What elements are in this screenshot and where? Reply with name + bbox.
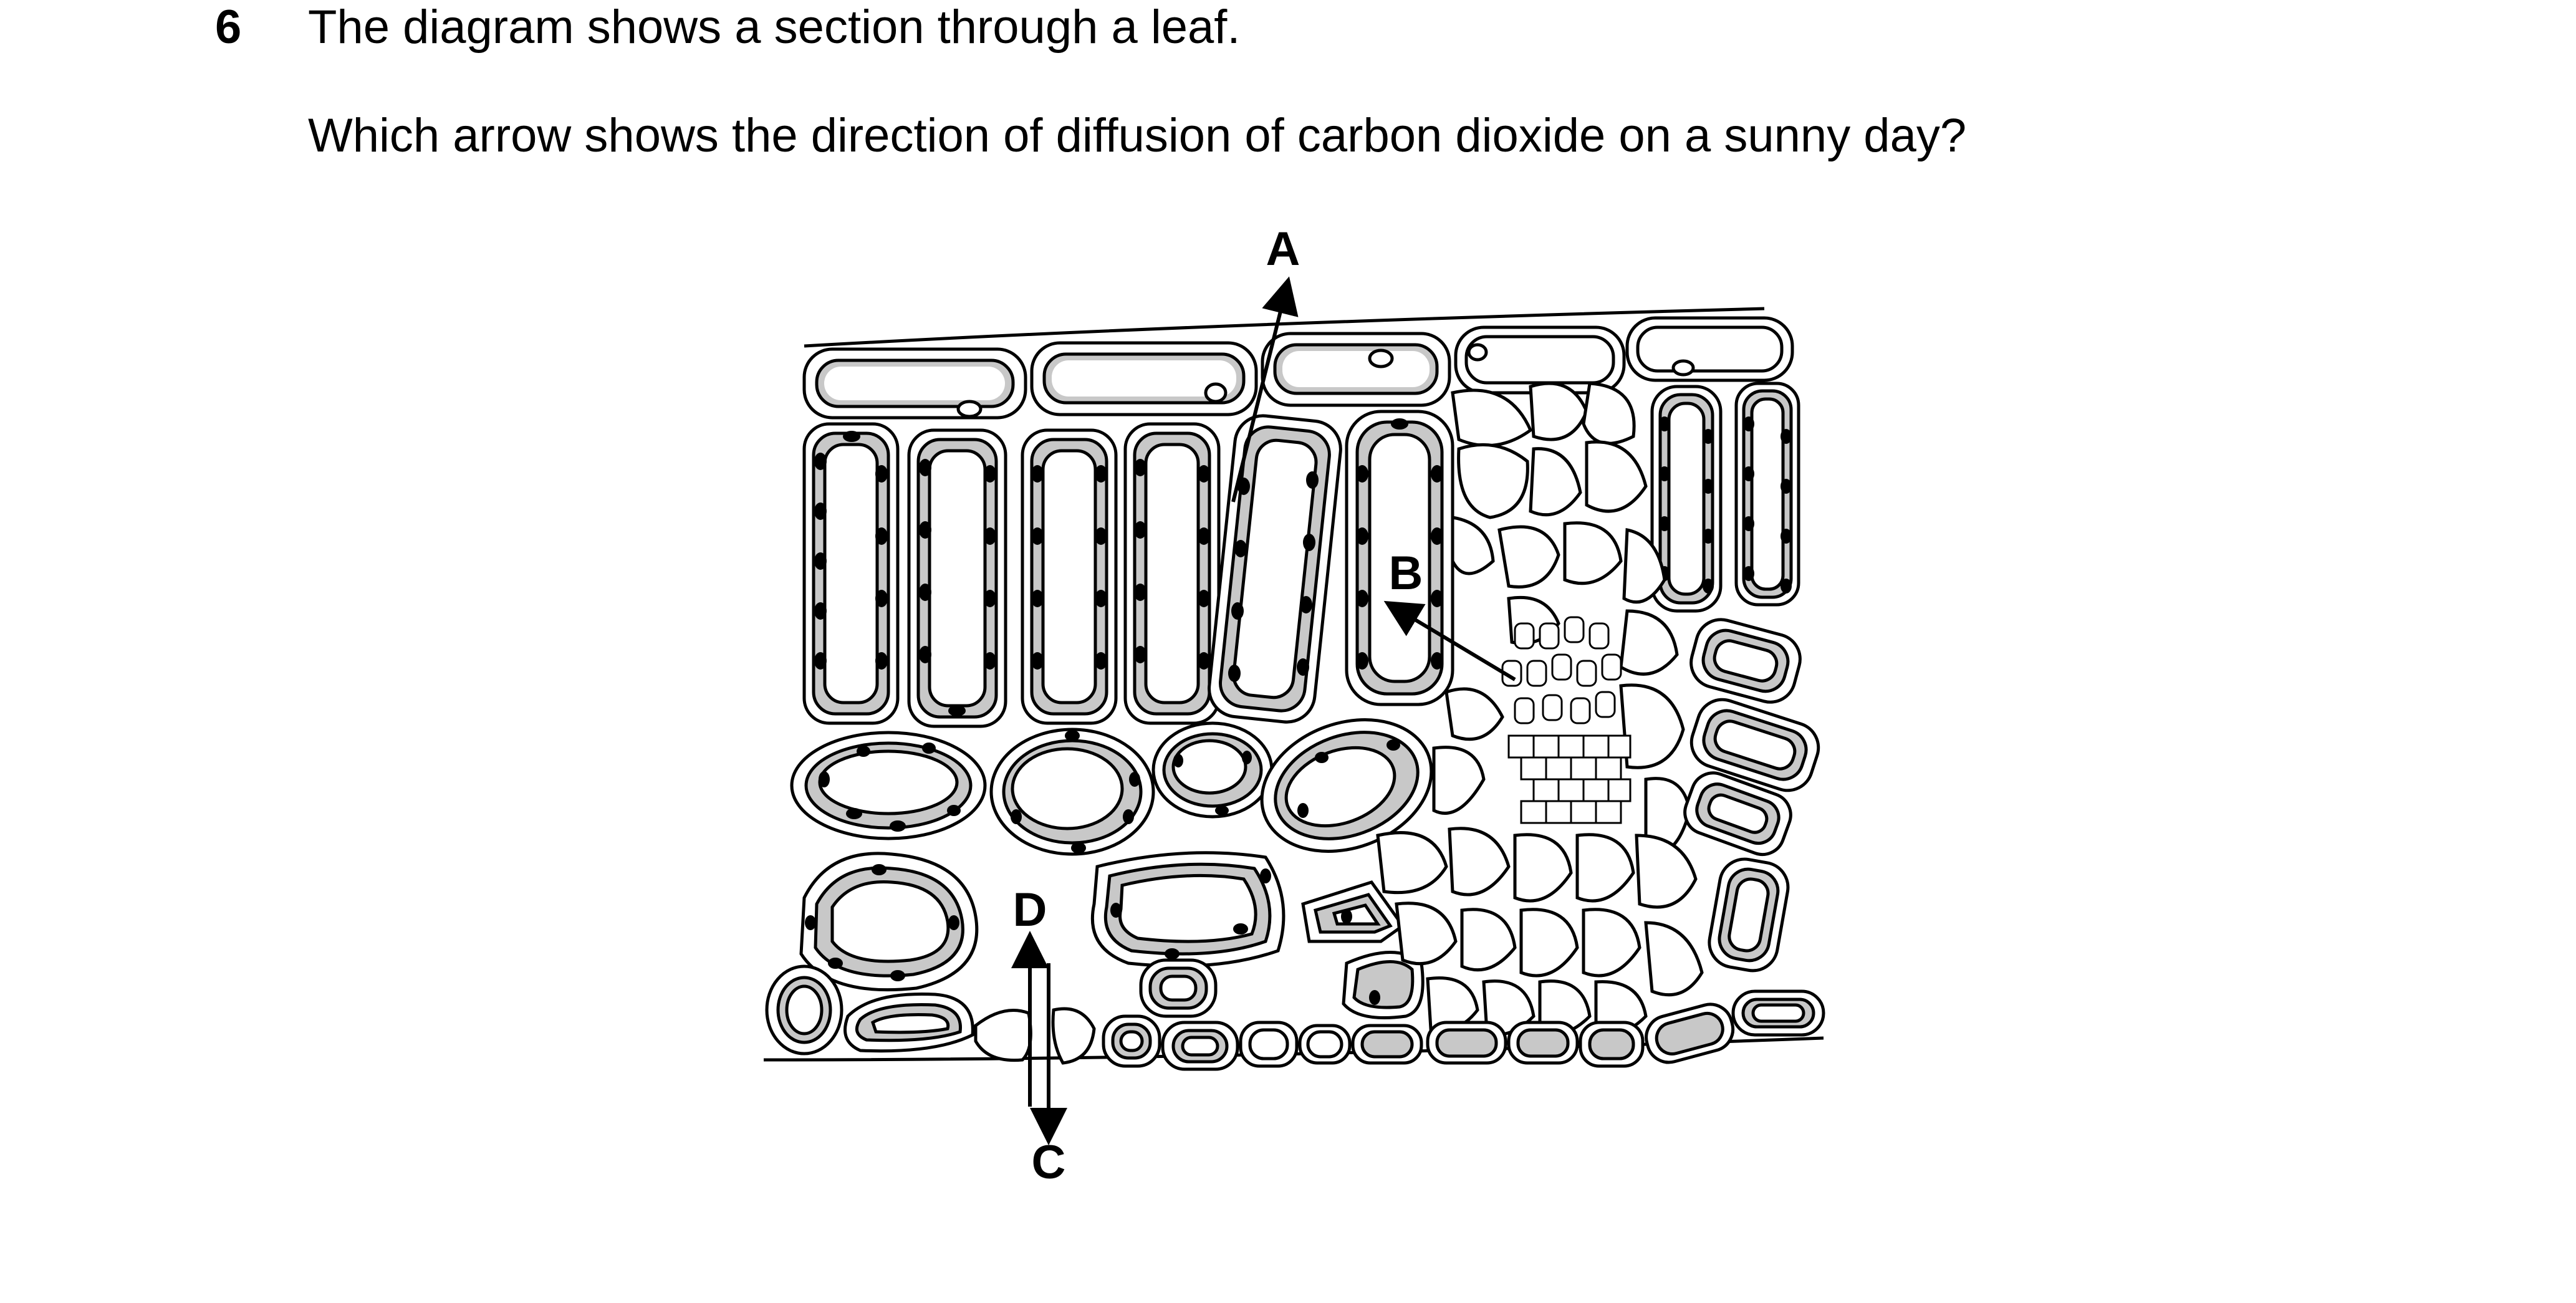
right-edge-cells [1683, 618, 1820, 973]
palisade-layer [802, 382, 1800, 728]
label-b: B [1389, 547, 1423, 600]
lower-epidermis [765, 964, 1825, 1071]
arrow-a [1231, 276, 1299, 502]
chloroplasts [814, 416, 1792, 716]
arrow-b [1383, 600, 1516, 681]
label-c: C [1032, 1136, 1066, 1189]
upper-epidermis [802, 316, 1794, 420]
label-a: A [1266, 223, 1300, 276]
spongy-mesophyll [790, 718, 1433, 1019]
vascular-bundle [1376, 382, 1704, 1036]
question-prompt: Which arrow shows the direction of diffu… [308, 109, 1967, 162]
question-number: 6 [215, 1, 242, 54]
label-d: D [1013, 883, 1047, 936]
spongy-chloroplasts [805, 730, 1400, 1005]
question-stem: The diagram shows a section through a le… [308, 1, 1241, 54]
